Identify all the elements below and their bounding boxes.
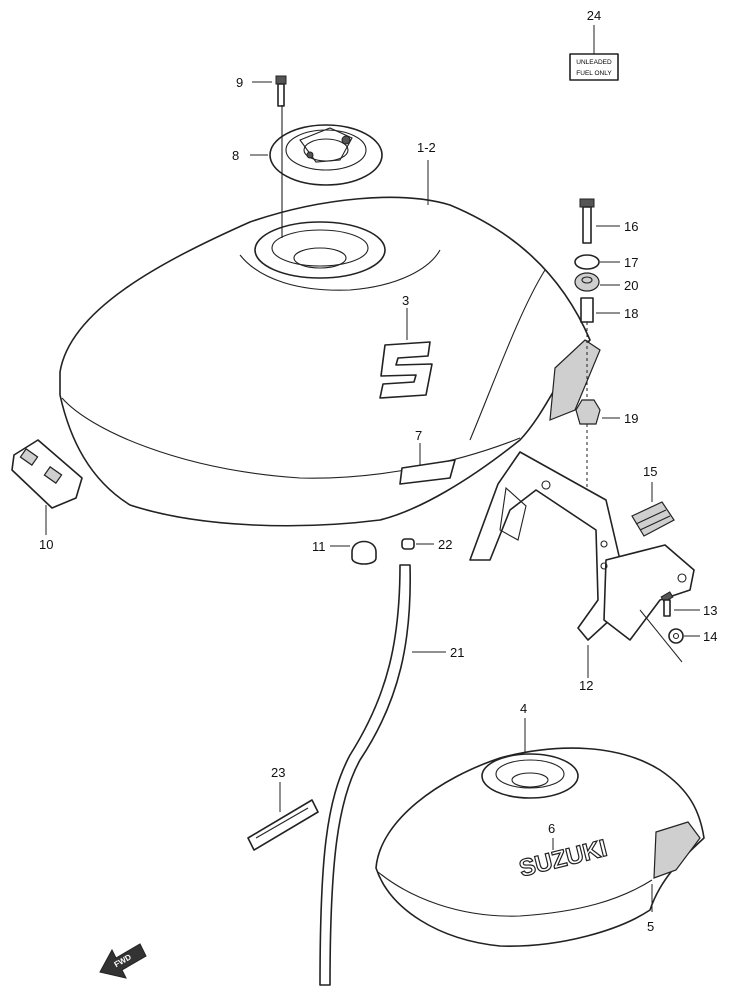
unleaded-label-line1: UNLEADED [576,59,612,66]
bolt-washer-icon [660,591,700,644]
emblem-23-icon [247,782,319,851]
front-arrow-icon: FWD [99,943,147,979]
callout-22: 22 [438,537,452,552]
callout-7: 7 [415,428,422,443]
fuel-cap-icon [250,124,383,186]
callout-14: 14 [703,629,717,644]
callout-19: 19 [624,411,638,426]
callout-23: 23 [271,765,285,780]
fuel-hose-icon [319,564,446,986]
callout-10: 10 [39,537,53,552]
cap-plug-icon [330,538,434,565]
callout-13: 13 [703,603,717,618]
callout-3: 3 [402,293,409,308]
callout-24: 24 [587,8,601,23]
callout-18: 18 [624,306,638,321]
callout-12: 12 [579,678,593,693]
callout-labels: 24 9 8 1-2 3 7 10 16 17 20 18 19 15 13 1… [39,8,717,934]
tank-bracket-icon [469,451,695,678]
callout-20: 20 [624,278,638,293]
callout-9: 9 [236,75,243,90]
bolt-9-icon [252,75,287,107]
callout-11: 11 [312,539,326,554]
fuel-tank-painted-icon: SUZUKI [375,718,705,947]
callout-16: 16 [624,219,638,234]
clip-15-icon [631,482,675,537]
unleaded-label-line2: FUEL ONLY [576,70,612,77]
callout-17: 17 [624,255,638,270]
callout-6: 6 [548,821,555,836]
callout-21: 21 [450,645,464,660]
callout-5: 5 [647,919,654,934]
fuel-tank-main-icon [59,105,601,527]
callout-15: 15 [643,464,657,479]
callout-4: 4 [520,701,527,716]
tank-damper-icon [11,439,83,535]
callout-1-2: 1-2 [417,140,436,155]
unleaded-label-part: UNLEADED FUEL ONLY [569,25,619,81]
callout-8: 8 [232,148,239,163]
mounting-hardware-icon [574,198,620,500]
